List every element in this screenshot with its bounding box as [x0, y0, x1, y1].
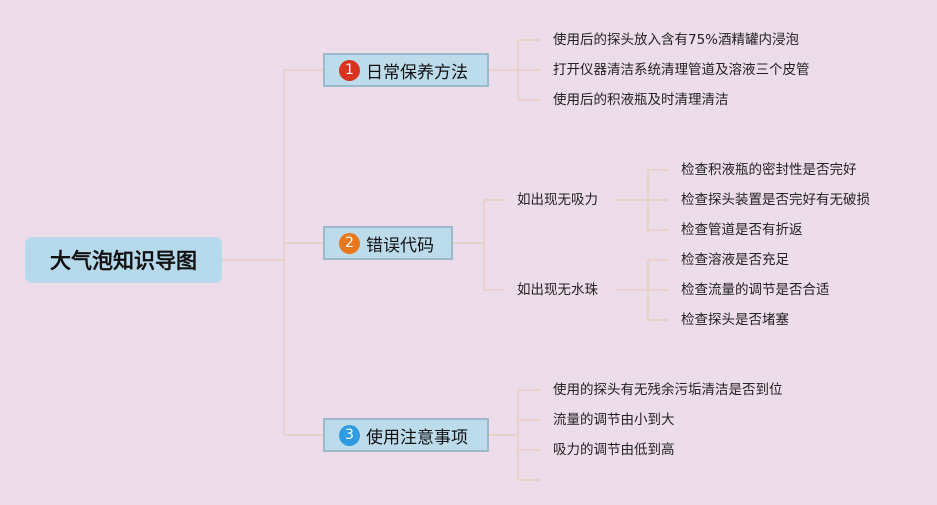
group-label-no-droplets[interactable]: 如出现无水珠: [517, 282, 598, 298]
leaf-item[interactable]: 检查积液瓶的密封性是否完好: [681, 162, 857, 178]
branch-1-leaf-ticks: [518, 39, 540, 101]
leaf-item[interactable]: 使用后的探头放入含有75%酒精罐内浸泡: [553, 32, 800, 48]
branch-node-1[interactable]: 1 日常保养方法: [323, 53, 489, 87]
group-1-ticks: [648, 169, 668, 231]
number-3-icon: 3: [339, 424, 360, 446]
leaf-item[interactable]: 检查溶液是否充足: [681, 252, 789, 268]
branch-label: 使用注意事项: [366, 427, 468, 448]
leaf-item[interactable]: 打开仪器清洁系统清理管道及溶液三个皮管: [553, 62, 810, 78]
leaf-item[interactable]: 使用的探头有无残余污垢清洁是否到位: [553, 382, 783, 398]
leaf-item[interactable]: 吸力的调节由低到高: [553, 442, 675, 458]
branch-2-group-ticks: [484, 199, 504, 291]
branch-node-3[interactable]: 3 使用注意事项: [323, 418, 489, 452]
leaf-item[interactable]: 使用后的积液瓶及时清理清洁: [553, 92, 729, 108]
leaf-item[interactable]: 检查管道是否有折返: [681, 222, 803, 238]
branch-node-2[interactable]: 2 错误代码: [323, 226, 453, 260]
branch-label: 日常保养方法: [366, 62, 468, 83]
number-1-icon: 1: [339, 59, 360, 81]
root-node[interactable]: 大气泡知识导图: [25, 237, 222, 283]
leaf-item[interactable]: 检查流量的调节是否合适: [681, 282, 830, 298]
group-label-no-suction[interactable]: 如出现无吸力: [517, 192, 598, 208]
leaf-item[interactable]: 检查探头装置是否完好有无破损: [681, 192, 870, 208]
root-label: 大气泡知识导图: [50, 249, 197, 273]
number-2-icon: 2: [339, 232, 360, 254]
group-2-ticks: [648, 259, 668, 321]
leaf-item[interactable]: 检查探头是否堵塞: [681, 312, 789, 328]
branch-label: 错误代码: [366, 235, 434, 256]
branch-3-leaf-ticks: [518, 389, 540, 481]
leaf-item[interactable]: 流量的调节由小到大: [553, 412, 675, 428]
